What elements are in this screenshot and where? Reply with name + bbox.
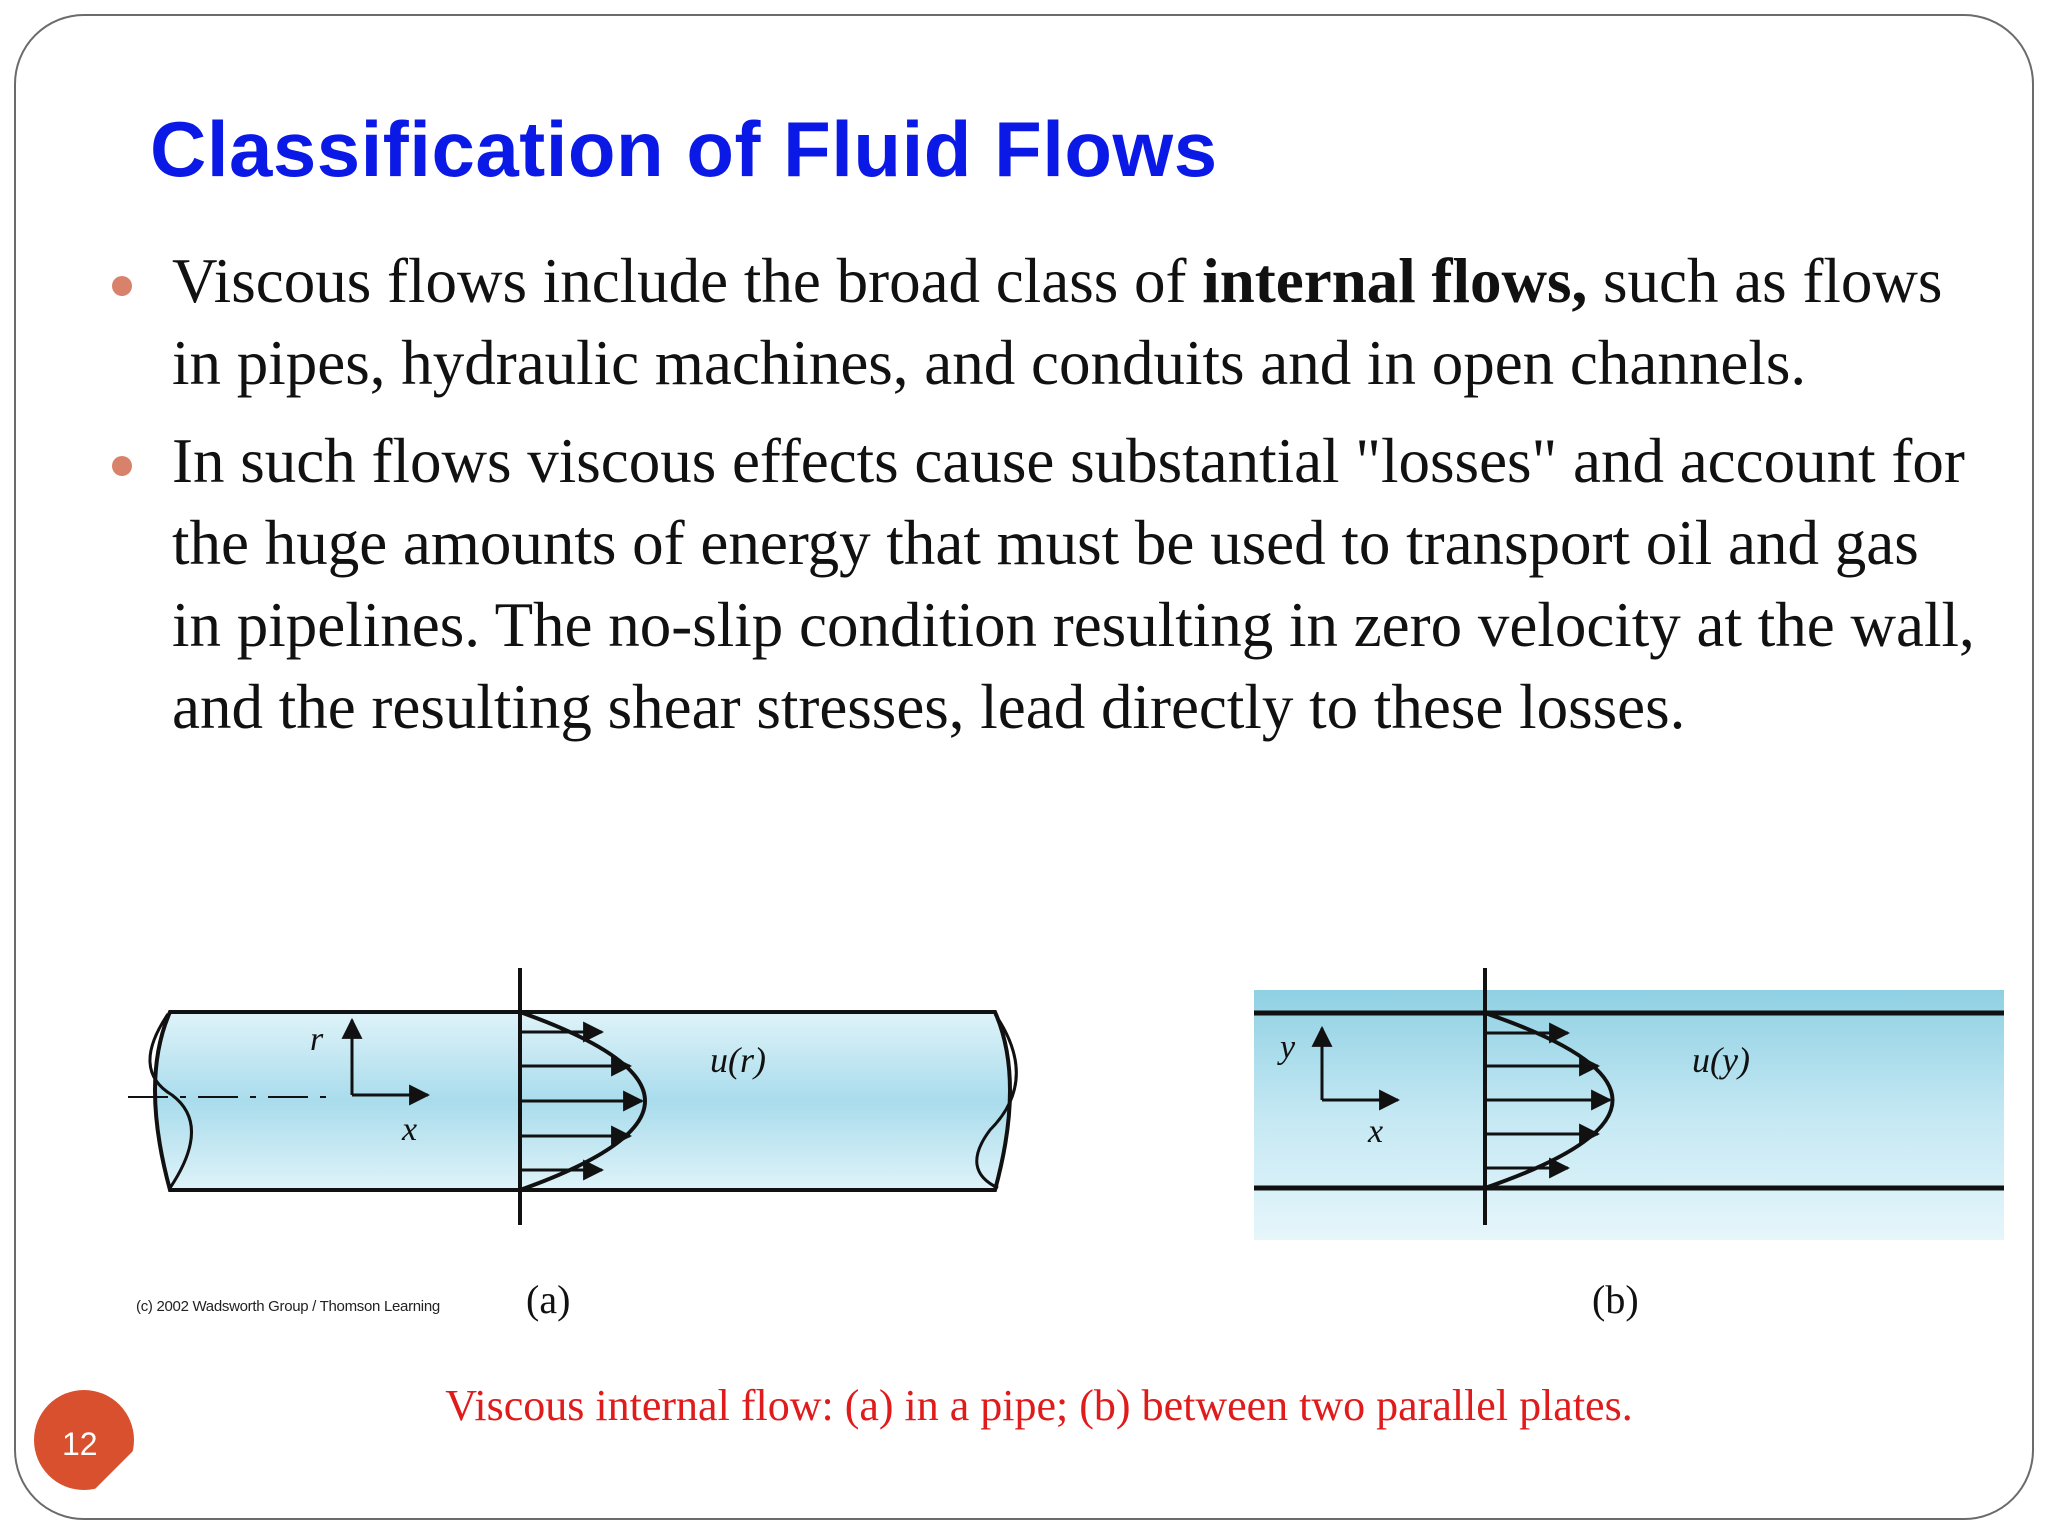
bullet-marker [112, 456, 132, 476]
bullet-bold-text: internal flows, [1202, 246, 1588, 316]
bullet-item: Viscous flows include the broad class of… [112, 240, 1982, 404]
copyright-notice: (c) 2002 Wadsworth Group / Thomson Learn… [136, 1298, 440, 1315]
y-axis-label: y [1277, 1029, 1296, 1066]
bullet-marker [112, 276, 132, 296]
panel-label-b: (b) [1592, 1277, 1639, 1322]
velocity-profile-curve [519, 1010, 647, 1192]
velocity-profile-curve [1484, 1011, 1615, 1190]
parallel-plates-figure: y x u(y) [1254, 968, 2004, 1240]
velocity-profile-label: u(y) [1692, 1040, 1750, 1080]
plate-gap-fluid [1254, 990, 2004, 1240]
bullet-text: In such flows viscous effects cause subs… [172, 426, 1975, 742]
x-axis-label: x [401, 1111, 417, 1148]
pipe-right-break [975, 1013, 1018, 1190]
velocity-profile-label: u(r) [710, 1040, 766, 1080]
badge-decoration [92, 1446, 138, 1492]
panel-label-a: (a) [526, 1277, 571, 1322]
slide-title: Classification of Fluid Flows [150, 105, 1218, 193]
slide-frame [14, 14, 2034, 1520]
pipe-left-break [148, 1013, 193, 1189]
figure-caption: Viscous internal flow: (a) in a pipe; (b… [445, 1381, 1633, 1430]
bullet-item: In such flows viscous effects cause subs… [112, 420, 1982, 748]
bullet-list: Viscous flows include the broad class of… [112, 240, 1982, 748]
bullet-text: Viscous flows include the broad class of… [172, 246, 1943, 398]
pipe-flow-figure: r x u(r) [128, 968, 1018, 1225]
x-axis-label: x [1367, 1113, 1383, 1150]
r-axis-label: r [310, 1021, 324, 1058]
page-number: 12 [62, 1426, 98, 1462]
